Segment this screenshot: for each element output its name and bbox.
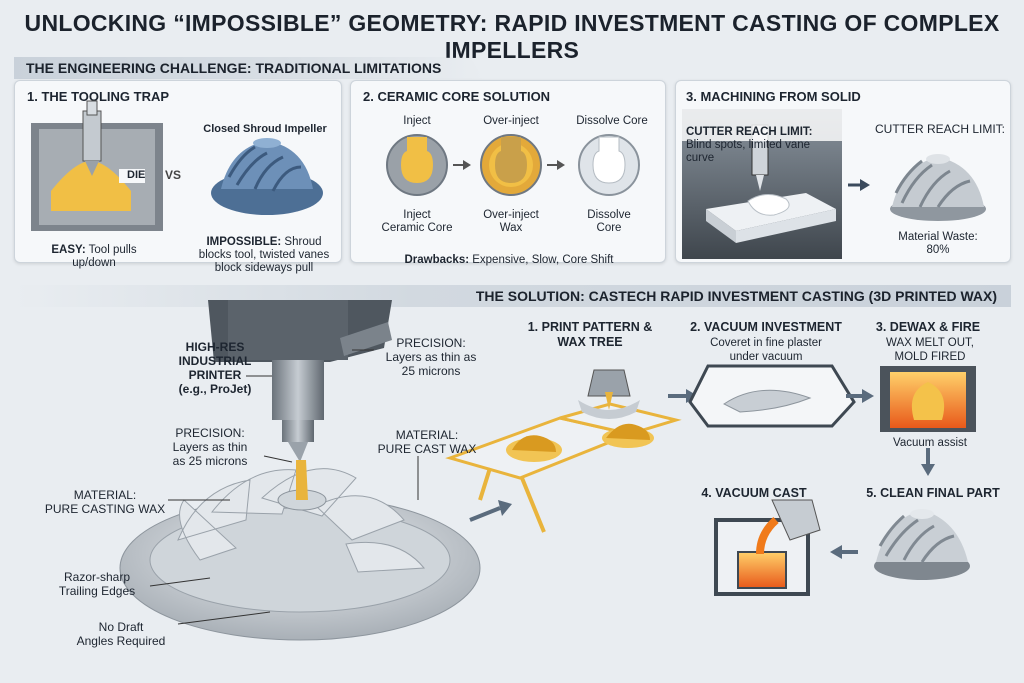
die-label: DIE bbox=[127, 169, 146, 181]
step-4-title: 4. VACUUM CAST bbox=[701, 486, 807, 500]
step-3-title: 3. DEWAX & FIRE bbox=[875, 320, 981, 334]
step-2-subtitle: Coveret in fine plaster under vacuum bbox=[710, 337, 822, 363]
dissolve-top-label: Dissolve Core bbox=[576, 115, 648, 127]
overinject-top-label: Over-inject bbox=[483, 115, 539, 127]
vs-label: VS bbox=[165, 168, 182, 182]
material-left-label: MATERIAL: PURE CASTING WAX bbox=[44, 488, 166, 516]
precision-left-label: PRECISION: Layers as thin as 25 microns bbox=[172, 426, 248, 468]
tooling-trap-panel: 1. THE TOOLING TRAP DIE VS Closed Shroud… bbox=[14, 80, 342, 274]
ceramic-core-title: 2. CERAMIC CORE SOLUTION bbox=[363, 89, 551, 104]
printer-label: HIGH-RES INDUSTRIAL PRINTER (e.g., ProJe… bbox=[178, 340, 252, 396]
challenge-header: THE ENGINEERING CHALLENGE: TRADITIONAL L… bbox=[14, 57, 484, 79]
step-3-note: Vacuum assist bbox=[893, 437, 967, 449]
shroud-impeller-illustration bbox=[211, 138, 323, 215]
razor-edge-label: Razor-sharp Trailing Edges bbox=[58, 570, 136, 598]
machining-panel: 3. MACHINING FROM SOLID CUTTER REACH LIM… bbox=[675, 80, 1011, 263]
cutter-reach-label: CUTTER REACH LIMIT: bbox=[874, 122, 1005, 136]
step-1-title: 1. PRINT PATTERN & WAX TREE bbox=[527, 320, 653, 349]
page-title: UNLOCKING “IMPOSSIBLE” GEOMETRY: RAPID I… bbox=[24, 10, 1000, 63]
die-illustration bbox=[31, 100, 163, 231]
overinject-bottom-label: Over-inject Wax bbox=[483, 209, 539, 234]
precision-right-label: PRECISION: Layers as thin as 25 microns bbox=[385, 336, 477, 378]
tooling-trap-title: 1. THE TOOLING TRAP bbox=[27, 89, 170, 104]
machining-title: 3. MACHINING FROM SOLID bbox=[686, 89, 861, 104]
dissolve-bottom-label: Dissolve Core bbox=[587, 209, 631, 234]
step-5-title: 5. CLEAN FINAL PART bbox=[866, 486, 1000, 500]
impossible-caption: IMPOSSIBLE: Shroud blocks tool, twisted … bbox=[198, 236, 330, 274]
inject-bottom-label: Inject Ceramic Core bbox=[381, 209, 453, 234]
easy-caption: EASY: Tool pulls up/down bbox=[51, 244, 137, 269]
step-2-title: 2. VACUUM INVESTMENT bbox=[690, 320, 842, 334]
inject-top-label: Inject bbox=[403, 115, 431, 127]
no-draft-label: No Draft Angles Required bbox=[76, 620, 166, 648]
ceramic-core-steps bbox=[386, 134, 640, 196]
cutter-overlay: CUTTER REACH LIMIT:Blind spots, limited … bbox=[686, 126, 813, 164]
step-3-subtitle: WAX MELT OUT, MOLD FIRED bbox=[886, 337, 974, 363]
drawbacks-caption: Drawbacks: Expensive, Slow, Core Shift bbox=[404, 254, 614, 266]
machining-illustration bbox=[682, 109, 986, 259]
ceramic-core-panel: 2. CERAMIC CORE SOLUTION Inject Over-inj… bbox=[350, 80, 666, 266]
material-right-label: MATERIAL: PURE CAST WAX bbox=[377, 428, 477, 456]
material-waste-label: Material Waste: 80% bbox=[898, 231, 978, 256]
closed-shroud-label: Closed Shroud Impeller bbox=[203, 123, 327, 135]
